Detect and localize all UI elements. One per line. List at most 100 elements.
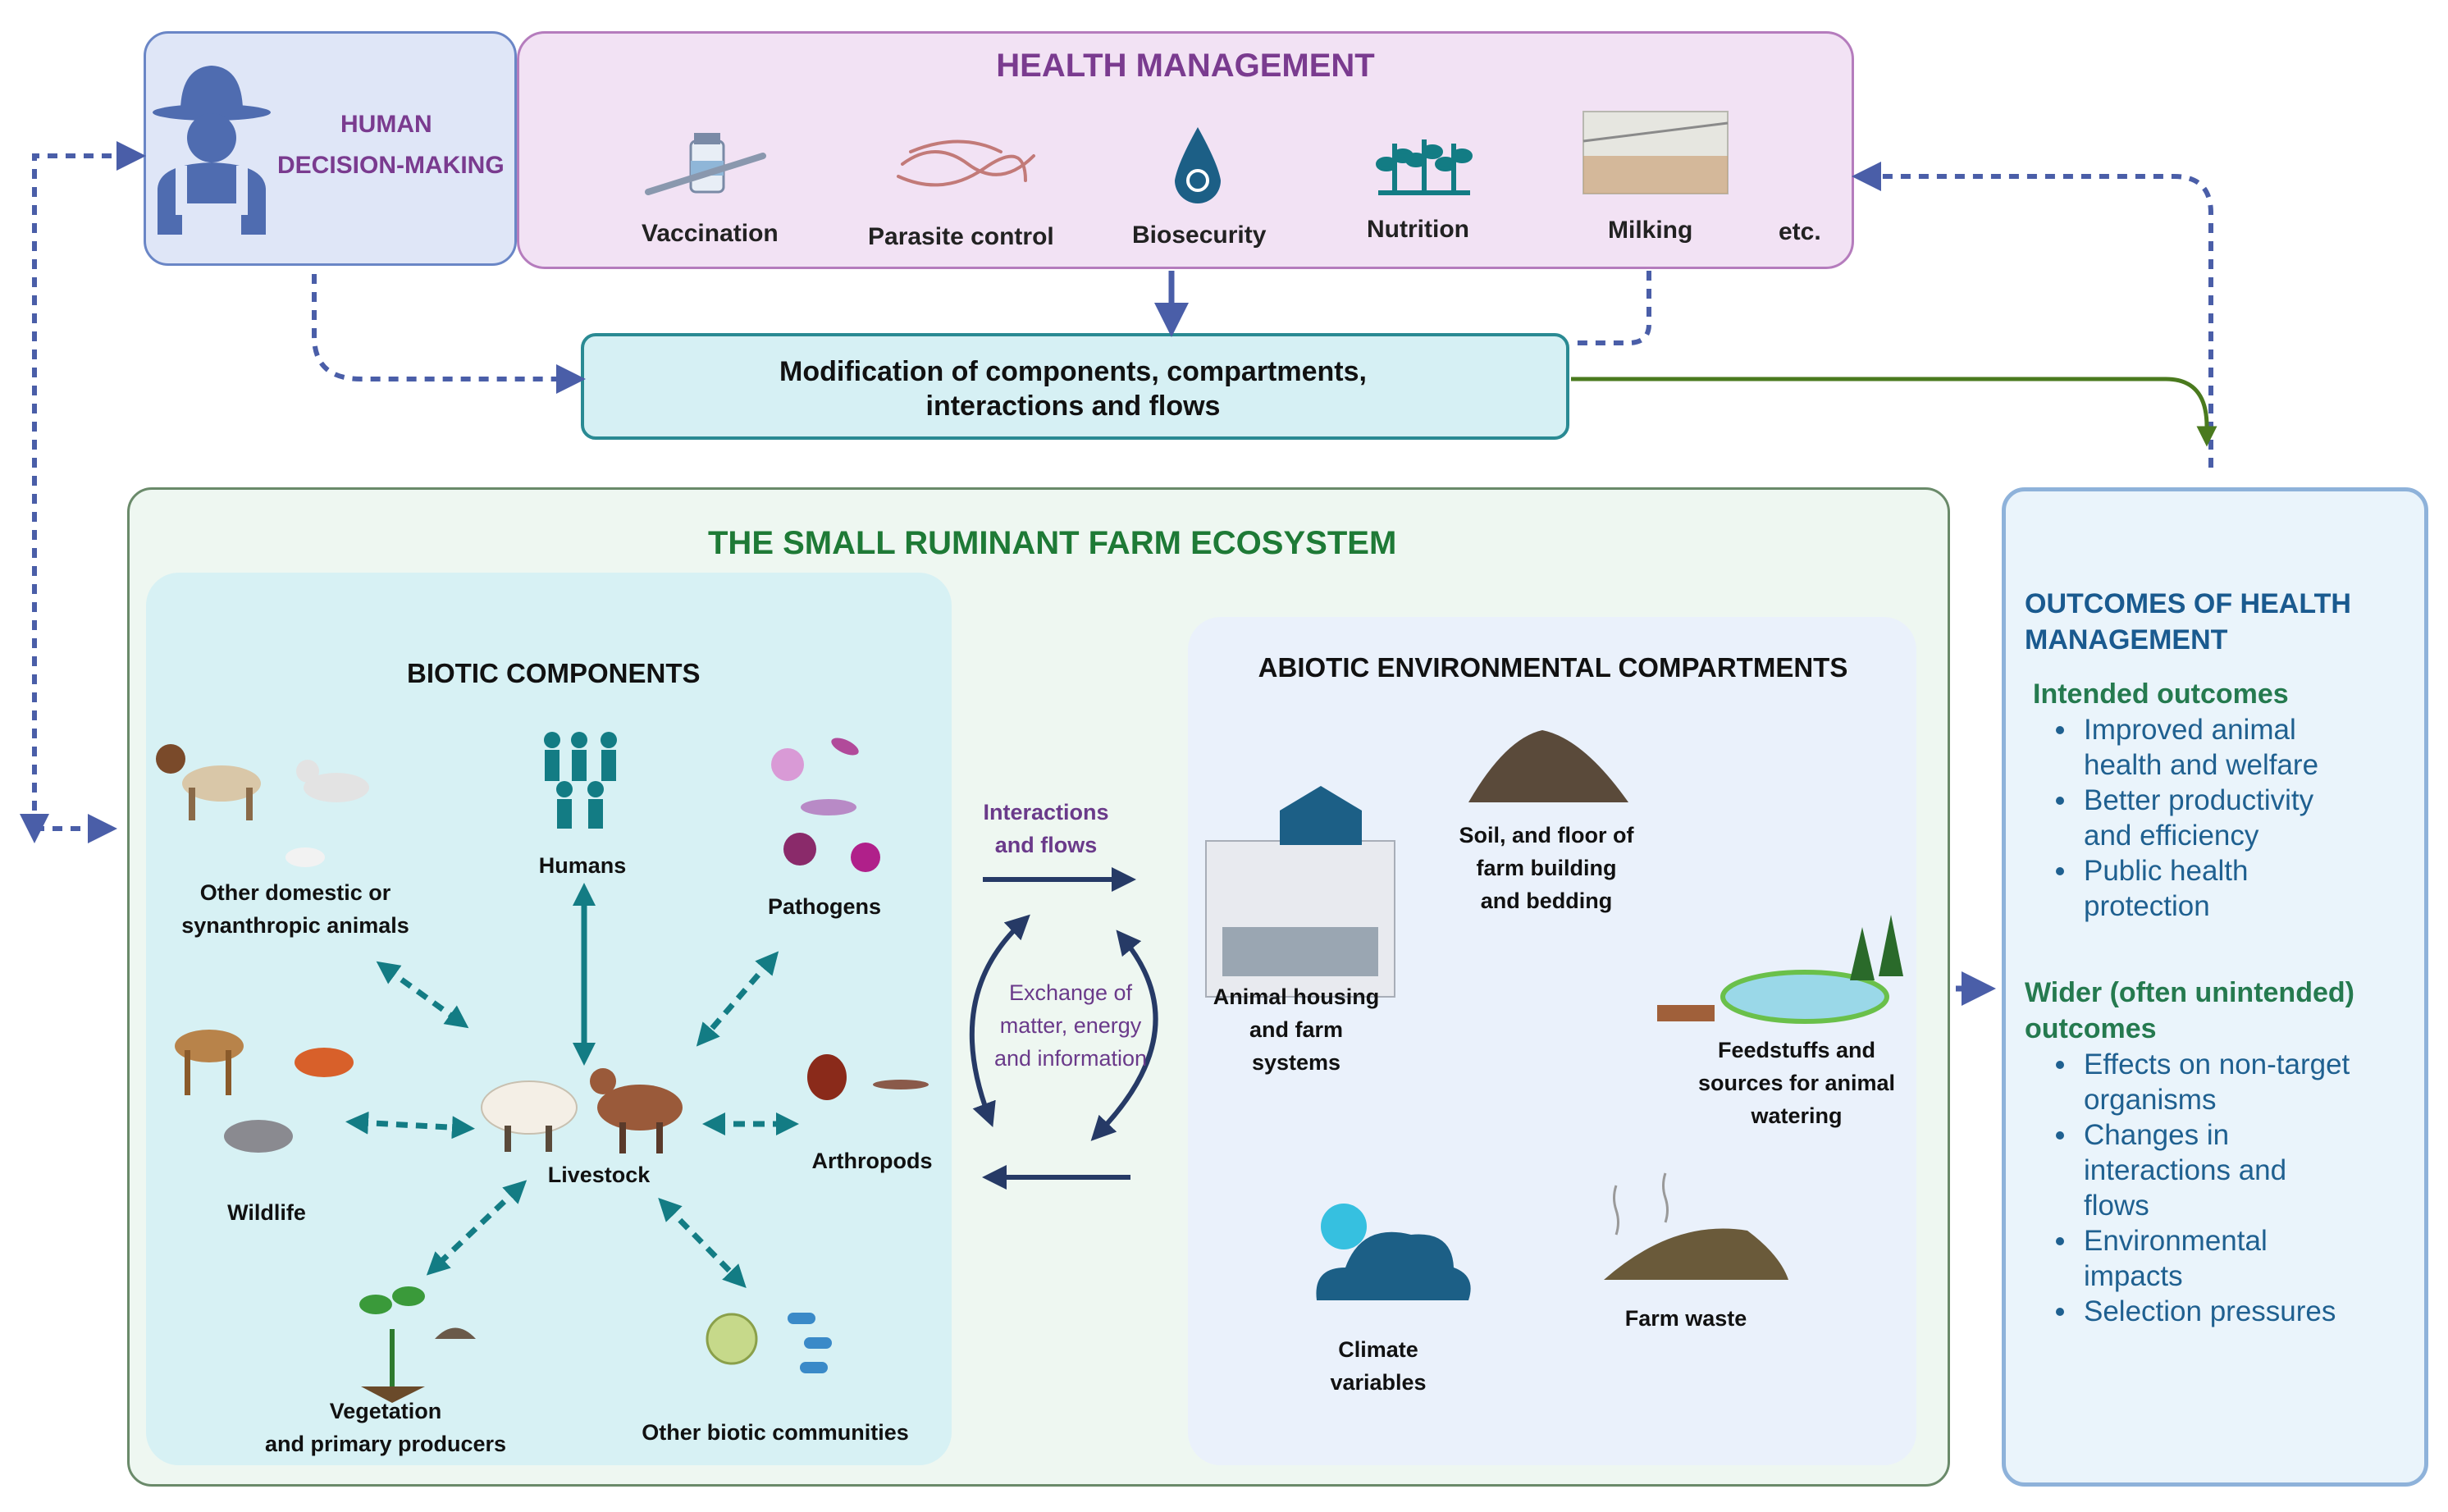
climate-cloud-icon (1316, 1204, 1471, 1300)
feed-line2: sources for animal (1697, 1071, 1896, 1095)
dashed-feedback-arrows (20, 141, 2213, 843)
plant-crop-icon (1376, 139, 1473, 195)
list-item: Better productivity and efficiency (2056, 783, 2418, 853)
list-item-line: Selection pressures (2084, 1295, 2336, 1327)
health-management-title: HEALTH MANAGEMENT (996, 48, 1375, 84)
milking-label: Milking (1608, 217, 1693, 244)
water-pond-icon (1657, 915, 1903, 1024)
biosecurity-label: Biosecurity (1132, 222, 1267, 249)
climate-line2: variables (1330, 1370, 1427, 1395)
feed-label: Feedstuffs and sources for animal wateri… (1674, 1034, 1920, 1132)
arrow-livestock-vegetation (426, 1180, 528, 1276)
interactions-line1: Interactions (983, 800, 1109, 825)
outcomes-title-line2: MANAGEMENT (2025, 624, 2228, 656)
milking-parlour-icon (1583, 111, 1729, 194)
modification-text: Modification of components, compartments… (581, 354, 1565, 423)
intended-outcomes-title: Intended outcomes (2033, 678, 2289, 710)
feed-line3: watering (1751, 1103, 1843, 1128)
soil-line3: and bedding (1480, 888, 1613, 913)
housing-line2: and farm (1249, 1017, 1344, 1042)
climate-line1: Climate (1338, 1337, 1418, 1362)
dashed-arrow-human-left (20, 141, 146, 843)
list-item-line: Changes in (2084, 1119, 2230, 1151)
livestock-label: Livestock (547, 1163, 651, 1187)
domestic-animals-icon (156, 744, 369, 867)
list-item-line: Public health (2084, 855, 2249, 887)
soil-line2: farm building (1476, 856, 1617, 880)
pathogens-label: Pathogens (767, 894, 882, 919)
wider-title-line1: Wider (often unintended) (2025, 977, 2354, 1008)
parasite-worm-icon (897, 139, 1035, 187)
housing-line1: Animal housing (1213, 984, 1380, 1009)
parasite-control-label: Parasite control (868, 223, 1054, 250)
wildlife-icon (175, 1030, 354, 1153)
exchange-arrows (969, 867, 1158, 1190)
cycle-arrow-right (1090, 930, 1158, 1141)
other-biotic-label: Other biotic communities (642, 1420, 909, 1445)
wider-outcomes-list: Effects on non-target organisms Changes … (2025, 1047, 2418, 1329)
list-item: Environmental impacts (2056, 1223, 2418, 1294)
farmer-icon (153, 66, 271, 235)
list-item-line: organisms (2084, 1084, 2217, 1116)
livestock-icon (481, 1068, 683, 1153)
outcomes-content: OUTCOMES OF HEALTH MANAGEMENT Intended o… (2025, 586, 2418, 1329)
arrow-modification-to-outcomes (1571, 377, 2217, 447)
interactions-label: Interactions and flows (960, 796, 1132, 861)
climate-label: Climate variables (1296, 1333, 1460, 1399)
outcomes-title-line1: OUTCOMES OF HEALTH (2025, 588, 2351, 619)
dashed-arrow-milking-to-modification (1571, 271, 1651, 345)
housing-label: Animal housing and farm systems (1198, 980, 1395, 1079)
list-item: Effects on non-target organisms (2056, 1047, 2418, 1117)
vaccination-label: Vaccination (642, 220, 779, 247)
human-label-line1: HUMAN (340, 111, 432, 138)
modification-box (581, 333, 1569, 440)
ecosystem-title: THE SMALL RUMINANT FARM ECOSYSTEM (708, 525, 1397, 561)
biotic-interaction-arrows (345, 883, 799, 1289)
wider-outcomes-title: Wider (often unintended) outcomes (2025, 975, 2418, 1047)
soil-line1: Soil, and floor of (1459, 823, 1634, 847)
arrow-livestock-pathogens (696, 951, 779, 1047)
wildlife-label: Wildlife (227, 1200, 306, 1225)
intended-outcomes-list: Improved animal health and welfare Bette… (2025, 712, 2418, 924)
soil-pile-icon (1468, 730, 1628, 802)
etc-label: etc. (1779, 218, 1821, 245)
arthropods-label: Arthropods (811, 1149, 933, 1173)
interactions-line2: and flows (994, 833, 1098, 857)
exchange-line2: matter, energy (999, 1013, 1142, 1038)
biotic-components-box (146, 573, 952, 1465)
vegetation-icon (359, 1286, 476, 1403)
dashed-arrow-outcomes-to-health (1852, 162, 2213, 468)
cycle-arrow-left (969, 914, 1030, 1128)
farm-waste-icon (1604, 1172, 1788, 1280)
farm-waste-label: Farm waste (1624, 1306, 1747, 1331)
modification-line2: interactions and flows (925, 391, 1221, 422)
domestic-animals-line2: synanthropic animals (181, 913, 409, 938)
list-item-line: protection (2084, 890, 2210, 922)
nutrition-label: Nutrition (1367, 216, 1469, 243)
arrow-livestock-domestic (376, 961, 469, 1029)
biotic-title: BIOTIC COMPONENTS (407, 658, 701, 688)
list-item-line: Environmental (2084, 1225, 2268, 1257)
exchange-line3: and information (993, 1046, 1148, 1071)
list-item-line: and efficiency (2084, 820, 2259, 852)
list-item-line: health and welfare (2084, 749, 2319, 781)
domestic-animals-label: Other domestic or synanthropic animals (168, 876, 422, 942)
list-item: Selection pressures (2056, 1294, 2418, 1329)
animal-housing-icon (1205, 786, 1395, 998)
domestic-animals-line1: Other domestic or (199, 880, 391, 905)
dashed-arrow-human-to-modification (312, 274, 586, 394)
vegetation-line2: and primary producers (264, 1432, 507, 1456)
list-item-line: Better productivity (2084, 784, 2314, 816)
other-biotic-communities-icon (706, 1313, 832, 1373)
list-item: Public health protection (2056, 853, 2418, 924)
arrow-livestock-wildlife (345, 1111, 475, 1140)
list-item: Changes in interactions and flows (2056, 1117, 2418, 1223)
arthropods-icon (807, 1054, 929, 1100)
outcomes-box (2002, 487, 2428, 1487)
exchange-line1: Exchange of (1008, 980, 1133, 1005)
housing-line3: systems (1251, 1050, 1341, 1075)
list-item-line: flows (2084, 1190, 2149, 1222)
feed-line1: Feedstuffs and (1717, 1038, 1876, 1062)
wider-title-line2: outcomes (2025, 1013, 2157, 1044)
